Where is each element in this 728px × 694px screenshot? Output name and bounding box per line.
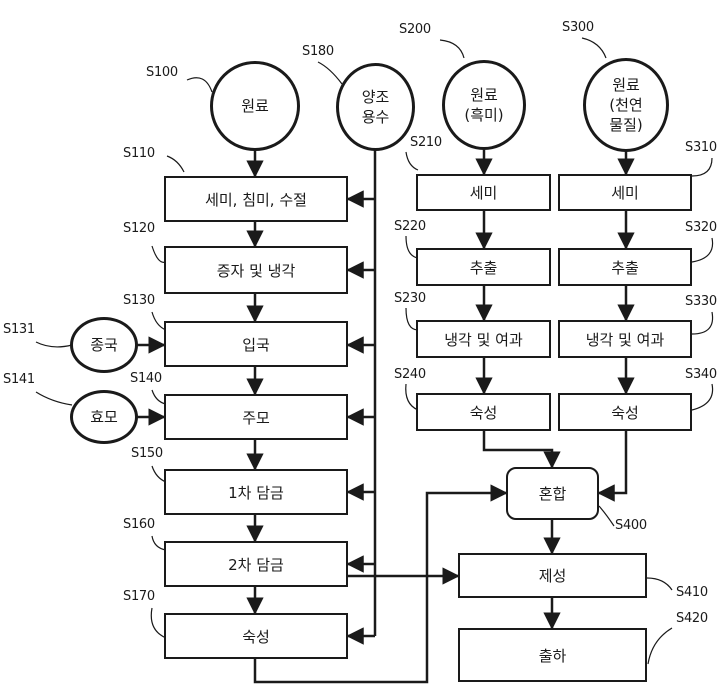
leader-s410 xyxy=(646,577,673,591)
step-code-s150: S150 xyxy=(131,446,163,461)
leader-s300 xyxy=(581,37,607,59)
node-s400-mixing: 혼합 xyxy=(506,467,599,520)
step-code-s400: S400 xyxy=(615,518,647,533)
leader-s420 xyxy=(647,627,673,665)
node-s420-shipping: 출하 xyxy=(458,628,647,682)
leader-s310 xyxy=(691,157,713,177)
leader-s400 xyxy=(598,505,615,527)
step-code-s230: S230 xyxy=(394,291,426,306)
node-s130-koji-making: 입국 xyxy=(164,321,348,367)
leader-s200 xyxy=(439,39,465,59)
node-s410-finishing: 제성 xyxy=(458,553,647,598)
node-s140-yeast-starter: 주모 xyxy=(164,394,348,440)
node-s100-raw-material: 원료 xyxy=(210,61,300,151)
step-code-s130: S130 xyxy=(123,293,155,308)
step-code-s410: S410 xyxy=(676,585,708,600)
node-s300-natural-material: 원료 (천연 물질) xyxy=(583,58,669,152)
node-s330-cooling-filtering: 냉각 및 여과 xyxy=(558,320,692,358)
node-s141-yeast: 효모 xyxy=(70,390,138,444)
step-code-s180: S180 xyxy=(302,44,334,59)
node-s160-second-brewing: 2차 담금 xyxy=(164,541,348,587)
step-code-s140: S140 xyxy=(130,371,162,386)
step-code-s120: S120 xyxy=(123,221,155,236)
leader-s180 xyxy=(317,61,343,85)
step-code-s340: S340 xyxy=(685,367,717,382)
arrow-s340-s400 xyxy=(597,431,628,502)
node-s180-brewing-water: 양조 용수 xyxy=(336,63,415,151)
leader-s110 xyxy=(166,155,185,173)
node-s150-first-brewing: 1차 담금 xyxy=(164,469,348,515)
step-code-s170: S170 xyxy=(123,589,155,604)
step-code-s320: S320 xyxy=(685,220,717,235)
leader-s131 xyxy=(35,341,73,348)
node-s120-steaming-cooling: 증자 및 냉각 xyxy=(164,246,348,294)
step-code-s110: S110 xyxy=(123,146,155,161)
step-code-s300: S300 xyxy=(562,20,594,35)
leader-s320 xyxy=(691,237,714,263)
node-s340-aging: 숙성 xyxy=(558,393,692,431)
step-code-s160: S160 xyxy=(123,517,155,532)
leader-s340 xyxy=(691,383,714,411)
node-s210-washing: 세미 xyxy=(416,174,551,211)
step-code-s210: S210 xyxy=(410,135,442,150)
node-s131-seed-koji: 종국 xyxy=(70,317,138,373)
step-code-s141: S141 xyxy=(3,372,35,387)
step-code-s240: S240 xyxy=(394,367,426,382)
arrow-s240-s400 xyxy=(482,431,561,469)
node-s110-washing-soaking: 세미, 침미, 수절 xyxy=(164,176,348,222)
leader-s141 xyxy=(35,391,73,406)
leader-s170 xyxy=(150,607,167,639)
node-s320-extraction: 추출 xyxy=(558,248,692,286)
step-code-s420: S420 xyxy=(676,611,708,626)
node-s200-black-rice: 원료 (흑미) xyxy=(442,60,526,150)
leader-s240 xyxy=(405,383,419,411)
node-s230-cooling-filtering: 냉각 및 여과 xyxy=(416,320,551,358)
leader-s210 xyxy=(405,151,419,171)
step-code-s131: S131 xyxy=(3,322,35,337)
step-code-s200: S200 xyxy=(399,22,431,37)
leader-s330 xyxy=(691,311,714,335)
step-code-s310: S310 xyxy=(685,140,717,155)
step-code-s100: S100 xyxy=(146,65,178,80)
node-s240-aging: 숙성 xyxy=(416,393,551,431)
step-code-s330: S330 xyxy=(685,294,717,309)
leader-s100 xyxy=(186,77,213,93)
node-s310-washing: 세미 xyxy=(558,174,692,211)
step-code-s220: S220 xyxy=(394,219,426,234)
node-s170-aging: 숙성 xyxy=(164,613,348,659)
node-s220-extraction: 추출 xyxy=(416,248,551,286)
arrow-s170-s400 xyxy=(253,484,508,684)
